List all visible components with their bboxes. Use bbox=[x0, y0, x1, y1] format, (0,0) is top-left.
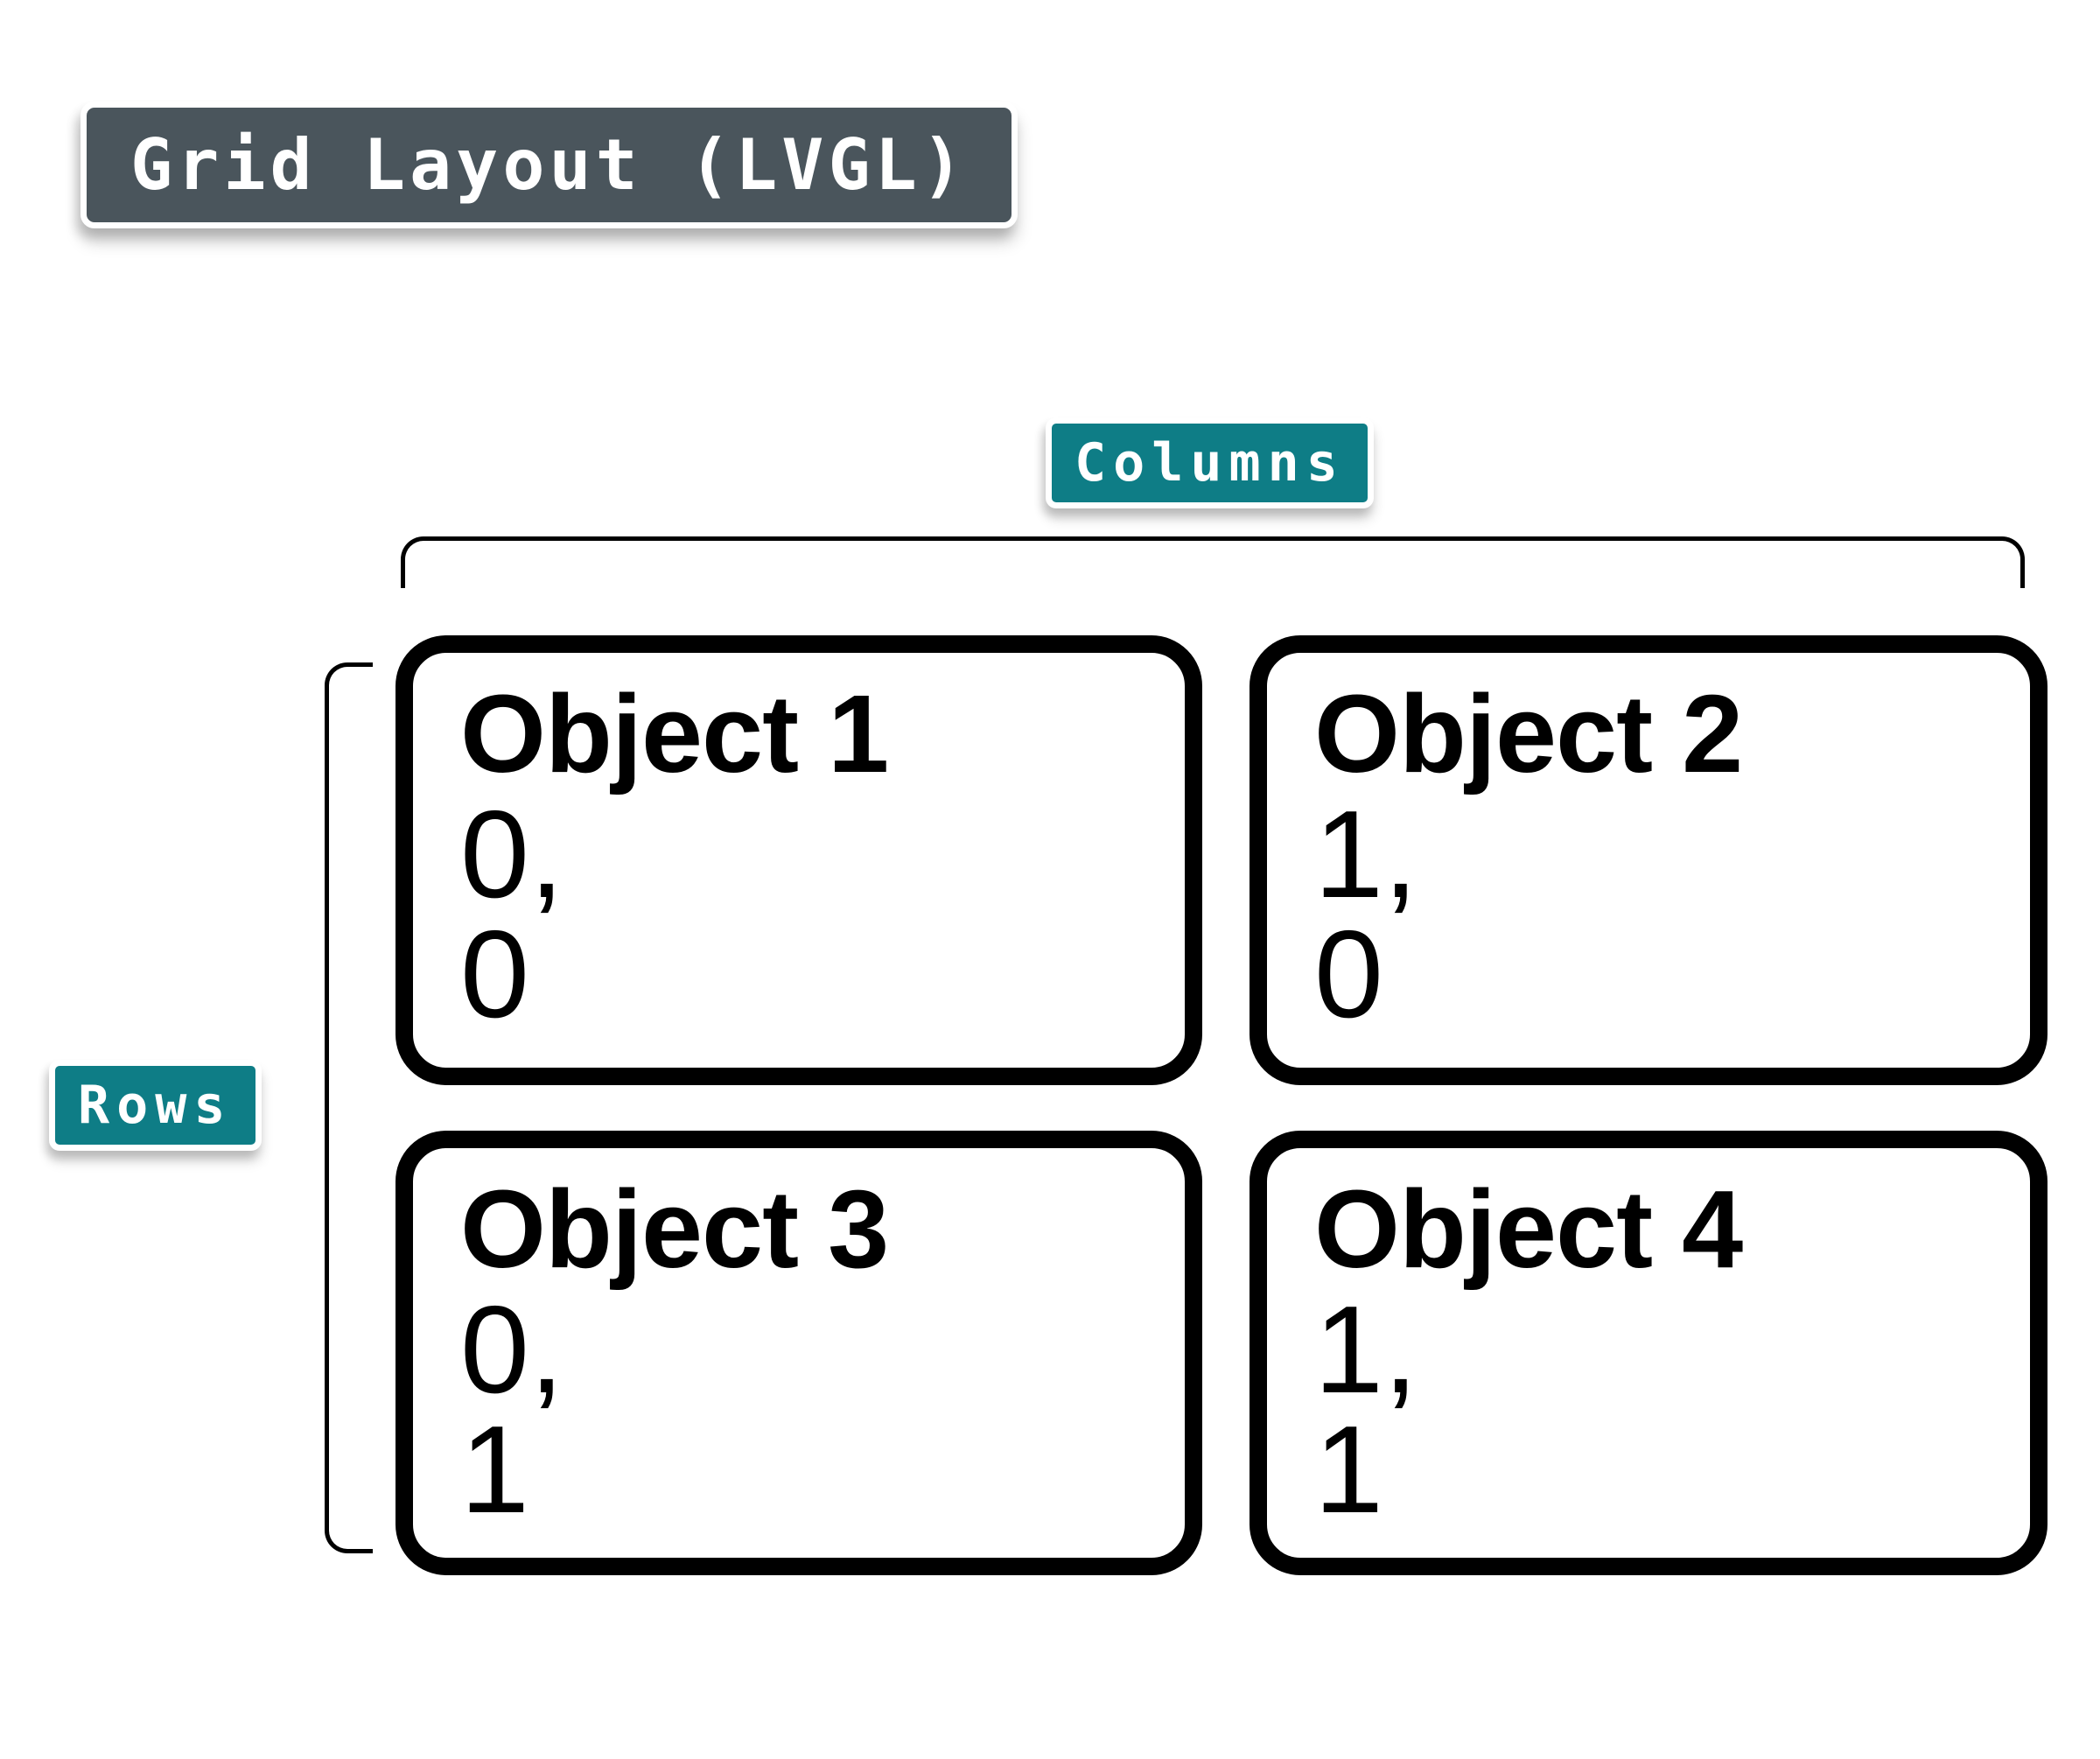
object-coords: 1, 0 bbox=[1314, 784, 2014, 1045]
object-col-value: 1, bbox=[1314, 1279, 1418, 1419]
object-title: Object 4 bbox=[1314, 1167, 1743, 1291]
rows-bracket bbox=[325, 662, 373, 1553]
object-col-value: 0, bbox=[460, 784, 564, 924]
object-title: Object 2 bbox=[1314, 672, 1743, 795]
object-coords: 0, 0 bbox=[460, 784, 1169, 1045]
object-coords: 0, 1 bbox=[460, 1279, 1169, 1540]
grid-object-2: Object 2 1, 0 bbox=[1250, 635, 2048, 1085]
object-row-value: 0 bbox=[460, 905, 529, 1045]
object-row-value: 1 bbox=[460, 1400, 529, 1540]
title-badge: Grid Layout (LVGL) bbox=[80, 102, 1018, 228]
rows-badge: Rows bbox=[49, 1060, 262, 1151]
object-row-value: 0 bbox=[1314, 905, 1383, 1045]
grid-object-4: Object 4 1, 1 bbox=[1250, 1131, 2048, 1575]
columns-badge: Columns bbox=[1046, 417, 1374, 508]
columns-bracket bbox=[401, 536, 2025, 588]
object-title: Object 3 bbox=[460, 1167, 889, 1291]
object-title: Object 1 bbox=[460, 672, 889, 795]
grid-object-3: Object 3 0, 1 bbox=[396, 1131, 1202, 1575]
object-col-value: 0, bbox=[460, 1279, 564, 1419]
grid-object-1: Object 1 0, 0 bbox=[396, 635, 1202, 1085]
object-col-value: 1, bbox=[1314, 784, 1418, 924]
object-row-value: 1 bbox=[1314, 1400, 1383, 1540]
object-coords: 1, 1 bbox=[1314, 1279, 2014, 1540]
